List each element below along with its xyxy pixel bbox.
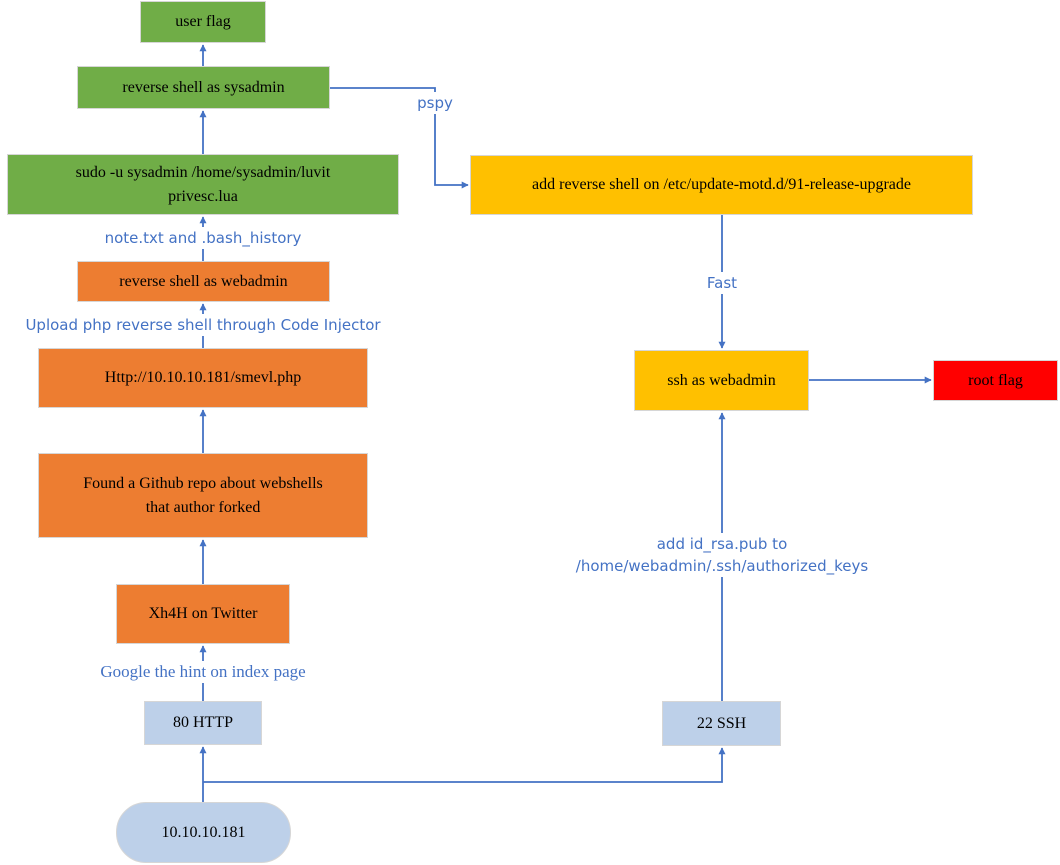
node-ssh-webadmin-label: ssh as webadmin [667, 371, 776, 389]
node-target-ip: 10.10.10.181 [116, 802, 291, 863]
node-port-http: 80 HTTP [144, 701, 262, 745]
edge-target-to-ssh [203, 747, 726, 783]
edge-label-note-bash: note.txt and .bash_history [92, 227, 314, 249]
edge-label-upload-php: Upload php reverse shell through Code In… [8, 314, 398, 336]
node-smevl: Http://10.10.10.181/smevl.php [38, 348, 368, 408]
node-port-ssh-label: 22 SSH [696, 714, 747, 732]
node-github-label: Found a Github repo about webshells that… [83, 474, 323, 516]
node-port-http-label: 80 HTTP [173, 714, 233, 731]
node-shell-sysadmin-label: reverse shell as sysadmin [122, 78, 285, 96]
node-shell-webadmin: reverse shell as webadmin [77, 261, 330, 302]
edge-label-pspy: pspy [413, 92, 457, 114]
node-twitter: Xh4H on Twitter [116, 584, 290, 644]
node-root-flag: root flag [933, 360, 1058, 401]
edge-label-fast: Fast [702, 272, 742, 294]
edge-label-add-key: add id_rsa.pub to /home/webadmin/.ssh/au… [552, 533, 892, 577]
node-target-ip-label: 10.10.10.181 [161, 823, 246, 841]
node-motd: add reverse shell on /etc/update-motd.d/… [470, 155, 973, 215]
node-shell-webadmin-label: reverse shell as webadmin [119, 272, 288, 290]
edge-sysadmin-to-motd [330, 87, 469, 189]
edge-label-google-hint: Google the hint on index page [80, 661, 326, 683]
node-port-ssh: 22 SSH [662, 701, 781, 746]
node-root-flag-label: root flag [968, 371, 1023, 389]
node-ssh-webadmin: ssh as webadmin [634, 350, 809, 411]
node-user-flag: user flag [140, 1, 266, 43]
node-sudo-luvit-label: sudo -u sysadmin /home/sysadmin/luvit pr… [75, 163, 331, 205]
node-shell-sysadmin: reverse shell as sysadmin [77, 66, 330, 109]
node-github: Found a Github repo about webshells that… [38, 453, 368, 538]
node-sudo-luvit: sudo -u sysadmin /home/sysadmin/luvit pr… [7, 154, 399, 215]
node-twitter-label: Xh4H on Twitter [148, 605, 258, 622]
node-smevl-label: Http://10.10.10.181/smevl.php [104, 369, 302, 386]
node-user-flag-label: user flag [175, 13, 231, 30]
node-motd-label: add reverse shell on /etc/update-motd.d/… [532, 176, 911, 193]
